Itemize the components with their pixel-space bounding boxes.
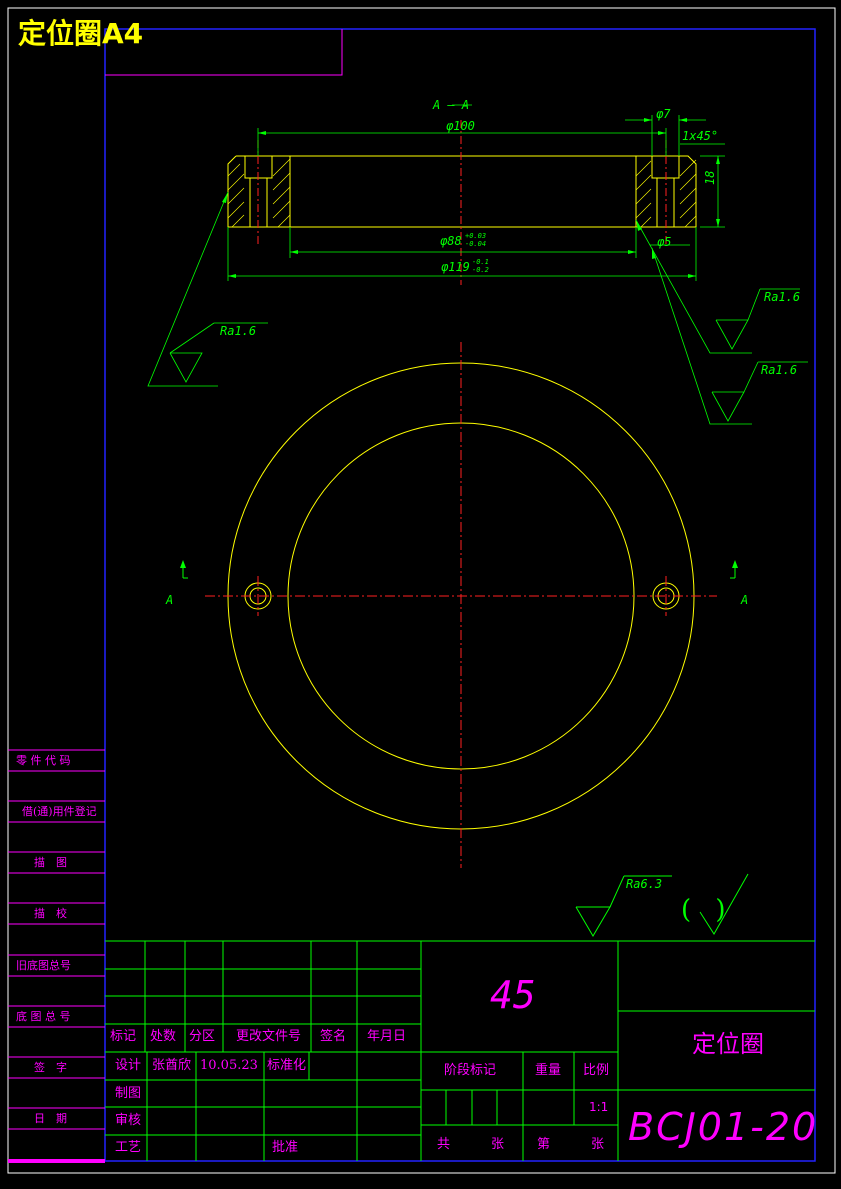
drawing-title: 定位圈A4 <box>18 17 144 50</box>
title-box <box>105 29 343 76</box>
roughness-right-bottom: Ra1.6 <box>761 363 798 377</box>
dim-d7: φ7 <box>656 107 671 121</box>
standardization-label: 标准化 <box>267 1058 307 1073</box>
process-label: 工艺 <box>115 1140 142 1155</box>
scale-value: 1:1 <box>589 1100 609 1114</box>
drafting-label: 制图 <box>115 1086 142 1101</box>
total-label: 共 <box>437 1137 451 1152</box>
part-name: 定位圈 <box>692 1030 764 1058</box>
strip-borrowed: 借(通)用件登记 <box>22 805 97 818</box>
plan-view <box>180 342 738 868</box>
strip-signature: 签 字 <box>34 1061 67 1074</box>
designer-name: 张酋欣 <box>152 1058 192 1073</box>
checking-label: 审核 <box>115 1113 142 1128</box>
section-view <box>147 104 808 425</box>
approve-label: 批准 <box>272 1140 299 1155</box>
dim-chamfer: 1x45° <box>682 129 719 143</box>
design-date: 10.05.23 <box>200 1058 258 1073</box>
rev-date: 年月日 <box>367 1029 407 1044</box>
rev-mark: 标记 <box>110 1029 137 1044</box>
dim-d88-tol-lower: -0.04 <box>465 240 487 248</box>
cut-label-left: A <box>166 593 174 607</box>
dim-d88: φ88 <box>440 234 462 248</box>
dim-d88-tol-upper: +0.03 <box>465 232 487 240</box>
roughness-left: Ra1.6 <box>220 324 257 338</box>
stage-mark-label: 阶段标记 <box>444 1063 497 1078</box>
strip-base-no: 底 图 总 号 <box>16 1010 71 1023</box>
sheet-label: 第 <box>537 1137 551 1152</box>
dim-d119-tol-upper: -0.1 <box>472 258 489 266</box>
title-block-grid <box>105 940 815 1161</box>
dim-d119: φ119 <box>441 260 470 274</box>
general-roughness-parentheses: ( ) <box>681 895 734 925</box>
inner-frame <box>104 28 816 1162</box>
dim-d100: φ100 <box>446 119 475 133</box>
dim-d5: φ5 <box>657 235 672 249</box>
strip-trace-check: 描 校 <box>34 907 67 920</box>
strip-part-code: 零 件 代 码 <box>16 754 71 767</box>
strip-tracing: 描 图 <box>34 856 67 869</box>
scale-label: 比例 <box>583 1063 610 1078</box>
rev-zone: 分区 <box>189 1029 216 1044</box>
weight-label: 重量 <box>535 1063 562 1078</box>
dim-height: 18 <box>703 170 717 185</box>
drawing-number: BCJ01-20 <box>628 1105 819 1149</box>
strip-old-base-no: 旧底图总号 <box>16 959 71 972</box>
left-strip <box>8 749 105 1130</box>
rev-doc-no: 更改文件号 <box>236 1029 302 1044</box>
cut-label-right: A <box>741 593 749 607</box>
material: 45 <box>490 973 536 1017</box>
section-label: A — A <box>433 98 470 112</box>
rev-signature: 签名 <box>320 1029 347 1044</box>
design-label: 设计 <box>115 1058 142 1073</box>
general-roughness-symbol <box>575 873 749 937</box>
strip-date: 日 期 <box>34 1112 67 1125</box>
sheets-label: 张 <box>491 1137 505 1152</box>
sheets-label-2: 张 <box>591 1137 605 1152</box>
general-roughness-value: Ra6.3 <box>626 877 663 891</box>
roughness-right-top: Ra1.6 <box>764 290 801 304</box>
rev-count: 处数 <box>150 1029 177 1044</box>
dim-d119-tol-lower: -0.2 <box>472 266 489 274</box>
